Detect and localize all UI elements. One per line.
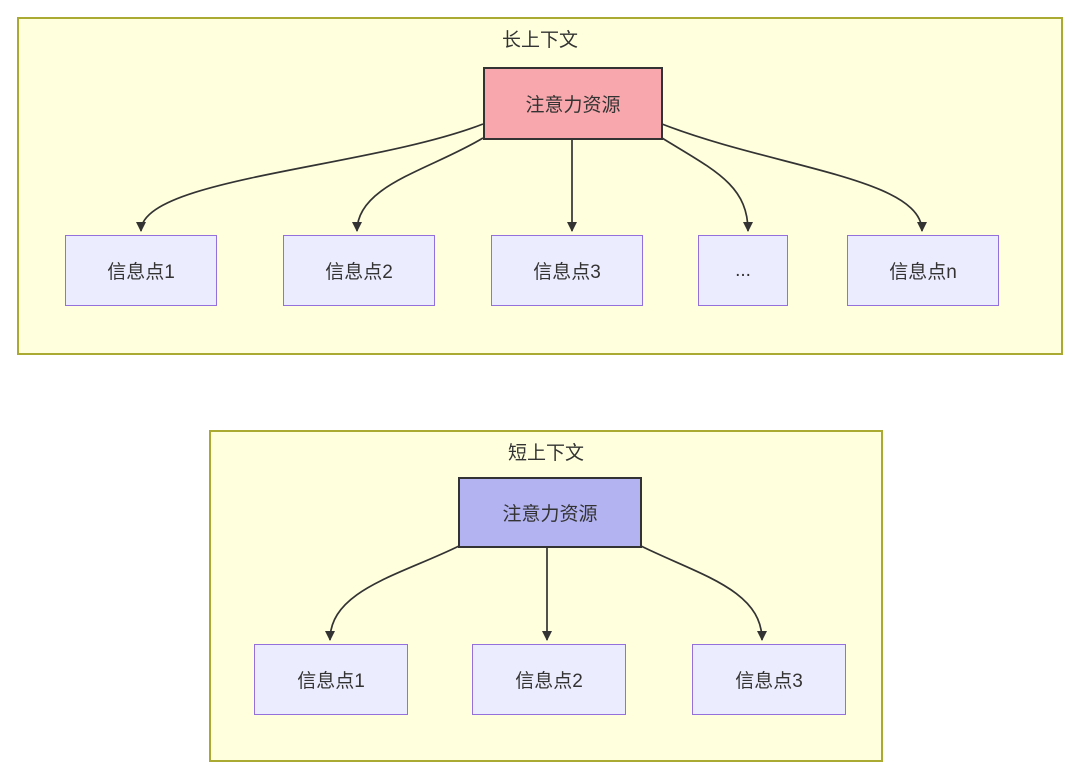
long-info-node-2: 信息点2 <box>283 235 435 306</box>
short-info-node-1: 信息点1 <box>254 644 408 715</box>
long-info-node-3: 信息点3 <box>491 235 643 306</box>
long-info-node-ellipsis: ... <box>698 235 788 306</box>
long-info-node-1: 信息点1 <box>65 235 217 306</box>
short-info-node-3: 信息点3 <box>692 644 846 715</box>
long-context-title: 长上下文 <box>501 30 578 51</box>
long-root-node-attention: 注意力资源 <box>483 67 663 140</box>
short-context-title: 短上下文 <box>507 443 584 464</box>
long-info-node-n: 信息点n <box>847 235 999 306</box>
short-info-node-2: 信息点2 <box>472 644 626 715</box>
short-root-node-attention: 注意力资源 <box>458 477 642 548</box>
